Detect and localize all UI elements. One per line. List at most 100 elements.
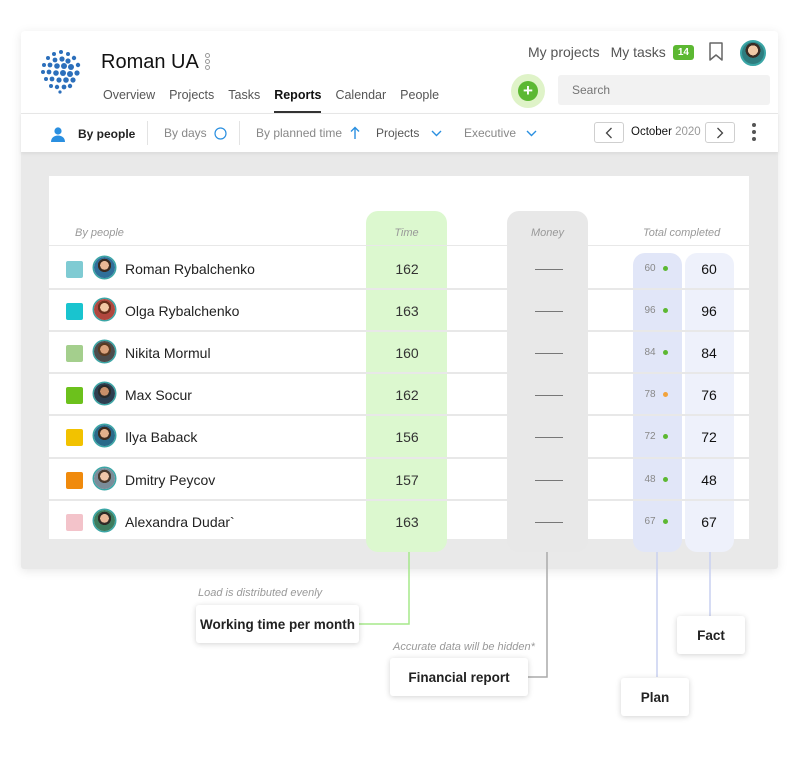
my-projects-link[interactable]: My projects xyxy=(528,44,600,60)
money-hidden-dash xyxy=(535,311,563,312)
search-input[interactable] xyxy=(558,75,770,105)
color-swatch xyxy=(66,472,83,489)
header-total-completed: Total completed xyxy=(643,227,721,239)
person-avatar xyxy=(94,257,115,278)
tab-people[interactable]: People xyxy=(400,88,440,102)
prev-month-button[interactable] xyxy=(594,122,624,143)
person-name[interactable]: Roman Rybalchenko xyxy=(125,261,255,277)
fact-value: 67 xyxy=(701,514,717,530)
plan-value: 96 xyxy=(644,305,656,316)
projects-dropdown[interactable]: Projects xyxy=(376,126,442,140)
header-divider xyxy=(49,245,749,246)
color-swatch xyxy=(66,429,83,446)
row-divider xyxy=(49,499,749,501)
add-button[interactable]: + xyxy=(511,74,545,108)
plan-callout: Plan xyxy=(621,678,689,716)
my-tasks-link[interactable]: My tasks xyxy=(610,44,666,60)
by-days-label: By days xyxy=(164,126,207,140)
fact-value: 72 xyxy=(701,429,717,445)
working-time-callout: Working time per month xyxy=(196,605,359,643)
plan-value: 60 xyxy=(644,263,656,274)
by-people-label: By people xyxy=(78,127,136,141)
color-swatch xyxy=(66,303,83,320)
person-icon xyxy=(51,127,65,142)
person-avatar xyxy=(94,510,115,531)
plan-column-highlight xyxy=(633,253,682,552)
status-dot xyxy=(663,266,668,271)
chevron-down-icon xyxy=(431,130,442,136)
fact-callout: Fact xyxy=(677,616,745,654)
status-dot xyxy=(663,350,668,355)
fact-column-highlight xyxy=(685,253,734,552)
load-note: Load is distributed evenly xyxy=(198,587,323,599)
logo-icon xyxy=(41,50,81,94)
time-value: 160 xyxy=(395,345,419,361)
next-month-button[interactable] xyxy=(705,122,735,143)
year-label: 2020 xyxy=(675,126,701,138)
row-divider xyxy=(49,372,749,374)
plan-value: 72 xyxy=(644,431,656,442)
plus-icon: + xyxy=(518,81,538,101)
person-avatar xyxy=(94,341,115,362)
executive-label: Executive xyxy=(464,126,517,140)
current-month: October 2020 xyxy=(631,126,701,138)
bookmark-icon[interactable] xyxy=(708,42,724,62)
by-planned-time-filter[interactable]: By planned time xyxy=(256,126,360,140)
more-options-icon[interactable] xyxy=(752,123,758,144)
person-name[interactable]: Alexandra Dudar` xyxy=(125,514,235,530)
person-name[interactable]: Nikita Mormul xyxy=(125,345,211,361)
user-avatar[interactable] xyxy=(740,40,766,66)
status-dot xyxy=(663,308,668,313)
person-name[interactable]: Olga Rybalchenko xyxy=(125,303,240,319)
color-swatch xyxy=(66,345,83,362)
header-money: Money xyxy=(530,227,565,239)
person-name[interactable]: Ilya Baback xyxy=(125,429,198,445)
tab-projects[interactable]: Projects xyxy=(169,88,215,102)
money-hidden-dash xyxy=(535,480,563,481)
chevron-down-icon xyxy=(526,130,537,136)
by-days-filter[interactable]: By days xyxy=(164,126,227,140)
money-hidden-dash xyxy=(535,522,563,523)
fact-value: 60 xyxy=(701,261,717,277)
financial-report-callout: Financial report xyxy=(390,658,528,696)
workspace-menu-icon[interactable] xyxy=(203,53,211,73)
tab-calendar[interactable]: Calendar xyxy=(335,88,387,102)
money-hidden-dash xyxy=(535,269,563,270)
status-dot xyxy=(663,477,668,482)
month-label: October xyxy=(631,126,672,138)
row-divider xyxy=(49,330,749,332)
accuracy-note: Accurate data will be hidden* xyxy=(393,641,535,653)
toolbar-divider xyxy=(239,121,240,145)
radio-icon xyxy=(214,126,227,140)
by-people-filter[interactable]: By people xyxy=(50,126,135,142)
fact-value: 48 xyxy=(701,472,717,488)
person-avatar xyxy=(94,383,115,404)
table-row[interactable]: Ilya Baback 156 72 72 xyxy=(49,415,749,457)
time-value: 163 xyxy=(395,514,419,530)
time-value: 163 xyxy=(395,303,419,319)
person-name[interactable]: Dmitry Peycov xyxy=(125,472,216,488)
person-avatar xyxy=(94,299,115,320)
money-hidden-dash xyxy=(535,395,563,396)
header-by-people: By people xyxy=(75,227,124,239)
row-divider xyxy=(49,414,749,416)
time-value: 156 xyxy=(395,429,419,445)
tab-reports[interactable]: Reports xyxy=(274,88,322,113)
row-divider xyxy=(49,457,749,459)
time-column-highlight xyxy=(366,211,447,552)
person-name[interactable]: Max Socur xyxy=(125,387,192,403)
tab-overview[interactable]: Overview xyxy=(103,88,156,102)
plan-value: 78 xyxy=(644,389,656,400)
time-value: 162 xyxy=(395,387,419,403)
chevron-left-icon xyxy=(605,127,612,139)
tab-tasks[interactable]: Tasks xyxy=(228,88,261,102)
sort-up-arrow-icon xyxy=(350,126,360,139)
executive-dropdown[interactable]: Executive xyxy=(464,126,537,140)
